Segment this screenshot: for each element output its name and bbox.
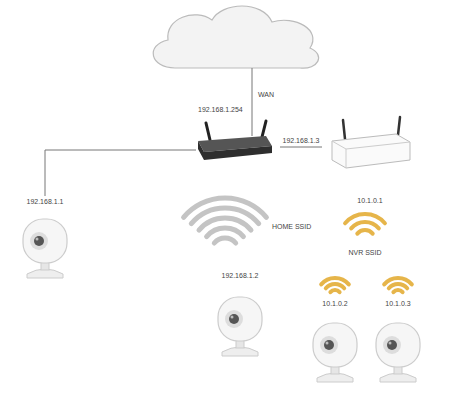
wired-camera: 192.168.1.1	[5, 196, 85, 284]
nvr-antenna	[343, 120, 345, 139]
network-label: WAN	[256, 90, 276, 99]
camera	[376, 323, 420, 382]
router-antenna	[262, 121, 266, 137]
router-front	[198, 141, 272, 160]
ip-address: 192.168.1.2	[220, 270, 261, 281]
router-antenna	[206, 123, 210, 140]
nvr-edge	[332, 141, 410, 168]
router: 192.168.1.254	[196, 104, 280, 170]
nvr-camera: 10.1.0.2	[305, 298, 365, 388]
ssid-label: NVR SSID	[346, 248, 383, 257]
nvr-body	[332, 134, 410, 168]
nvr: 10.1.0.1	[322, 118, 418, 206]
network-cable	[45, 150, 196, 196]
wan-line	[252, 68, 253, 136]
wireless-camera: 192.168.1.2	[200, 270, 280, 362]
ip-address: 10.1.0.2	[320, 298, 349, 309]
camera	[218, 297, 262, 356]
ip-address: 10.1.0.3	[383, 298, 412, 309]
ip-address: 192.168.1.254	[196, 104, 245, 115]
nvr-antenna	[398, 117, 400, 135]
camera	[313, 323, 357, 382]
cloud	[153, 6, 318, 68]
ssid-label: HOME SSID	[270, 222, 313, 231]
ip-address: 192.168.1.3	[281, 136, 322, 145]
network-cable	[280, 147, 322, 148]
ip-address: 10.1.0.1	[355, 195, 384, 206]
nvr-camera: 10.1.0.3	[368, 298, 428, 388]
ip-address: 192.168.1.1	[25, 196, 66, 207]
camera	[23, 219, 67, 278]
home-wifi-waves	[184, 198, 267, 243]
nvr-wifi-waves	[321, 214, 412, 292]
